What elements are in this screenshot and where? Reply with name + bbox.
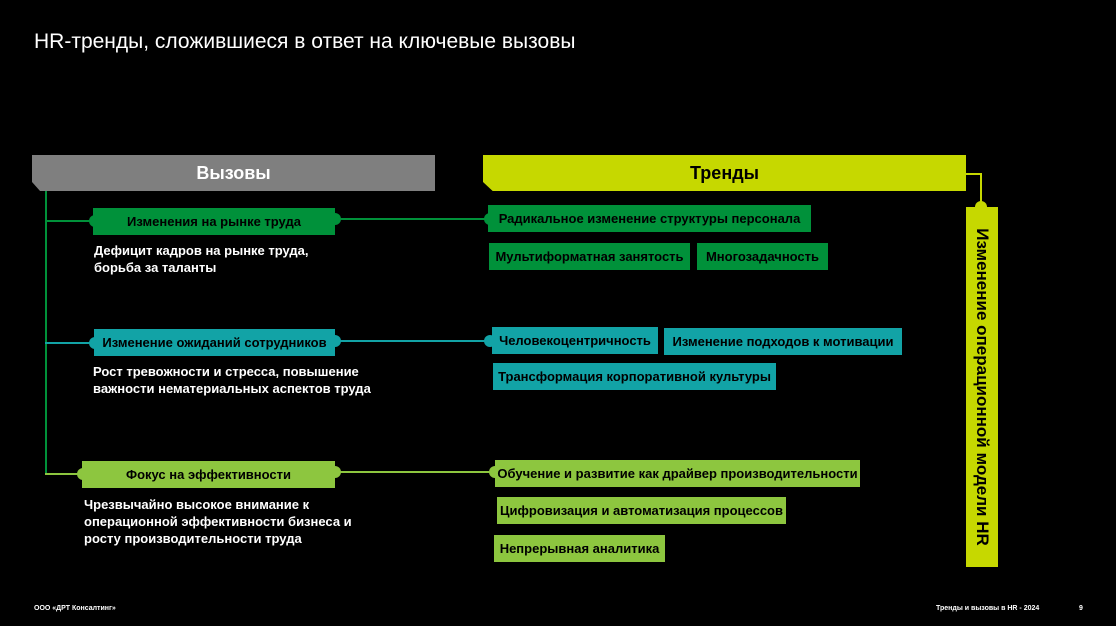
hr-operating-model-label: Изменение операционной модели HR	[973, 228, 992, 546]
link-line-1	[335, 218, 492, 220]
trends-right-connector	[966, 173, 982, 175]
challenge-label-efficiency: Фокус на эффективности	[82, 461, 335, 488]
footer-company: ООО «ДРТ Консалтинг»	[34, 605, 116, 612]
challenge-label-employee-expectations: Изменение ожиданий сотрудников	[94, 329, 335, 356]
link-line-2	[335, 340, 492, 342]
trends-header: Тренды	[483, 155, 966, 191]
challenge-desc-employee-expectations: Рост тревожности и стресса, повышение ва…	[93, 364, 371, 396]
trend-human-centricity: Человекоцентричность	[492, 327, 658, 354]
link-line-3	[335, 471, 495, 473]
branch-line-1	[45, 220, 95, 222]
left-trunk-line	[45, 191, 47, 474]
branch-line-2	[45, 342, 95, 344]
challenges-header: Вызовы	[32, 155, 435, 191]
footer-page-number: 9	[1079, 605, 1083, 612]
trend-corporate-culture: Трансформация корпоративной культуры	[493, 363, 776, 390]
challenge-desc-labor-market: Дефицит кадров на рынке труда, борьба за…	[94, 243, 309, 275]
trend-multitasking: Многозадачность	[697, 243, 828, 270]
trends-right-connector-down	[980, 173, 982, 207]
branch-line-3	[45, 473, 83, 475]
trend-multiformat-employment: Мультиформатная занятость	[489, 243, 690, 270]
hr-operating-model-bar: Изменение операционной модели HR	[966, 207, 998, 567]
footer-document: Тренды и вызовы в HR - 2024	[936, 605, 1040, 612]
challenge-desc-efficiency: Чрезвычайно высокое внимание к операцион…	[84, 497, 352, 546]
challenge-label-labor-market: Изменения на рынке труда	[93, 208, 335, 235]
page-title: HR-тренды, сложившиеся в ответ на ключев…	[34, 30, 576, 53]
trend-motivation-approaches: Изменение подходов к мотивации	[664, 328, 902, 355]
trend-continuous-analytics: Непрерывная аналитика	[494, 535, 665, 562]
trend-learning-development: Обучение и развитие как драйвер производ…	[495, 460, 860, 487]
trend-digitalization: Цифровизация и автоматизация процессов	[497, 497, 786, 524]
trend-structure-change: Радикальное изменение структуры персонал…	[488, 205, 811, 232]
